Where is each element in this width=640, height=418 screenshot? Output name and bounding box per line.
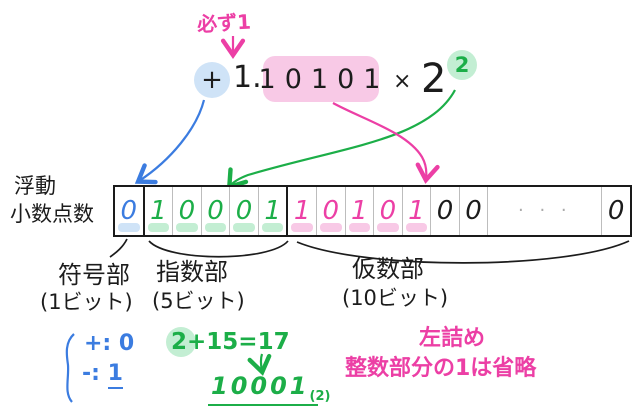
bit-cell: 1 bbox=[286, 187, 316, 235]
highlight-strip bbox=[233, 223, 255, 232]
highlight-strip bbox=[291, 223, 313, 232]
integer-part: 1. bbox=[233, 60, 262, 95]
bit-value: 0 bbox=[207, 196, 224, 226]
bit-value: 0 bbox=[322, 196, 339, 226]
bit-cell: 0 bbox=[458, 187, 488, 235]
highlight-strip bbox=[261, 223, 284, 232]
highlight-strip bbox=[204, 223, 227, 232]
exponent-highlight: 2 bbox=[447, 50, 477, 80]
mantissa-arrow bbox=[332, 102, 440, 184]
sign-symbol: + bbox=[201, 65, 223, 95]
sign-legend-minus-prefix: -: bbox=[82, 361, 108, 386]
bit-cell: 1 bbox=[344, 187, 374, 235]
exponent-binary-result: 10001(2) bbox=[211, 372, 330, 404]
always-one-note: 必ず1 bbox=[196, 9, 252, 37]
sign-highlight: + bbox=[194, 62, 230, 98]
fraction-digits: 10101 bbox=[258, 63, 390, 95]
binary-result-digits: 10001 bbox=[211, 372, 310, 400]
bit-cell: 0 bbox=[229, 187, 258, 235]
mantissa-group-bits: (10ビット) bbox=[342, 286, 449, 310]
bit-value: 1 bbox=[351, 196, 368, 226]
sign-group-label: 符号部 bbox=[58, 261, 130, 289]
sign-legend-minus-value: 1 bbox=[107, 361, 123, 389]
highlight-strip bbox=[118, 223, 140, 232]
result-underline bbox=[208, 404, 318, 406]
highlight-strip bbox=[176, 223, 198, 232]
bit-value: · · · bbox=[518, 200, 572, 221]
bit-cell: 0 bbox=[200, 187, 230, 235]
field-title-line1: 浮動 bbox=[14, 174, 56, 198]
sign-legend-bracket bbox=[65, 333, 75, 403]
calc-arrow bbox=[247, 353, 272, 376]
exponent-group-label: 指数部 bbox=[156, 258, 228, 286]
bit-cell: · · · bbox=[487, 187, 601, 235]
bit-value: 1 bbox=[408, 196, 425, 226]
bit-cell: 0 bbox=[315, 187, 345, 235]
exponent-digit: 2 bbox=[454, 53, 470, 77]
bit-cell: 1 bbox=[257, 187, 287, 235]
bit-value: 0 bbox=[436, 196, 454, 226]
sign-arrow bbox=[134, 99, 206, 185]
bit-value: 0 bbox=[465, 196, 482, 226]
bit-value: 1 bbox=[264, 196, 281, 226]
bit-value: 0 bbox=[607, 196, 625, 226]
field-title-line2: 小数点数 bbox=[10, 202, 94, 226]
bit-cell: 1 bbox=[401, 187, 431, 235]
mantissa-group-brace bbox=[296, 240, 630, 264]
calc-highlight bbox=[166, 327, 196, 357]
multiply-symbol: × bbox=[393, 69, 412, 94]
bit-value: 0 bbox=[178, 196, 196, 226]
bit-cell: 0 bbox=[115, 187, 143, 235]
calc-highlight-digit: 2 bbox=[171, 329, 188, 355]
bit-cell: 0 bbox=[373, 187, 402, 235]
highlight-strip bbox=[348, 223, 371, 232]
highlight-strip bbox=[377, 223, 399, 232]
bit-value: 0 bbox=[120, 196, 138, 226]
bit-cell: 0 bbox=[601, 187, 630, 235]
mantissa-note-omitted-one: 整数部分の1は省略 bbox=[345, 356, 537, 381]
sign-legend-minus: -: 1 bbox=[82, 361, 123, 389]
bit-value: 0 bbox=[379, 196, 397, 226]
bit-cell: 0 bbox=[172, 187, 201, 235]
binary-result-base: (2) bbox=[309, 389, 331, 404]
exponent-arrow bbox=[226, 89, 456, 190]
mantissa-group-label: 仮数部 bbox=[352, 255, 424, 283]
exponent-group-bits: (5ビット) bbox=[152, 289, 245, 313]
highlight-strip bbox=[405, 223, 428, 232]
sign-legend-plus: +: 0 bbox=[84, 331, 135, 356]
bit-value: 1 bbox=[293, 196, 311, 226]
sign-group-bits: (1ビット) bbox=[40, 290, 133, 314]
bit-cell: 0 bbox=[430, 187, 459, 235]
fraction-highlight: 10101 bbox=[259, 56, 380, 102]
exponent-calc: 2+15=17 bbox=[171, 329, 290, 355]
bit-value: 1 bbox=[150, 196, 167, 226]
highlight-strip bbox=[319, 223, 342, 232]
base-number: 2 bbox=[421, 56, 447, 102]
highlight-strip bbox=[147, 223, 170, 232]
bit-cell: 1 bbox=[142, 187, 173, 235]
calc-rest: +15=17 bbox=[187, 329, 290, 355]
mantissa-note-left-justified: 左詰め bbox=[419, 326, 486, 351]
bit-value: 0 bbox=[235, 196, 253, 226]
